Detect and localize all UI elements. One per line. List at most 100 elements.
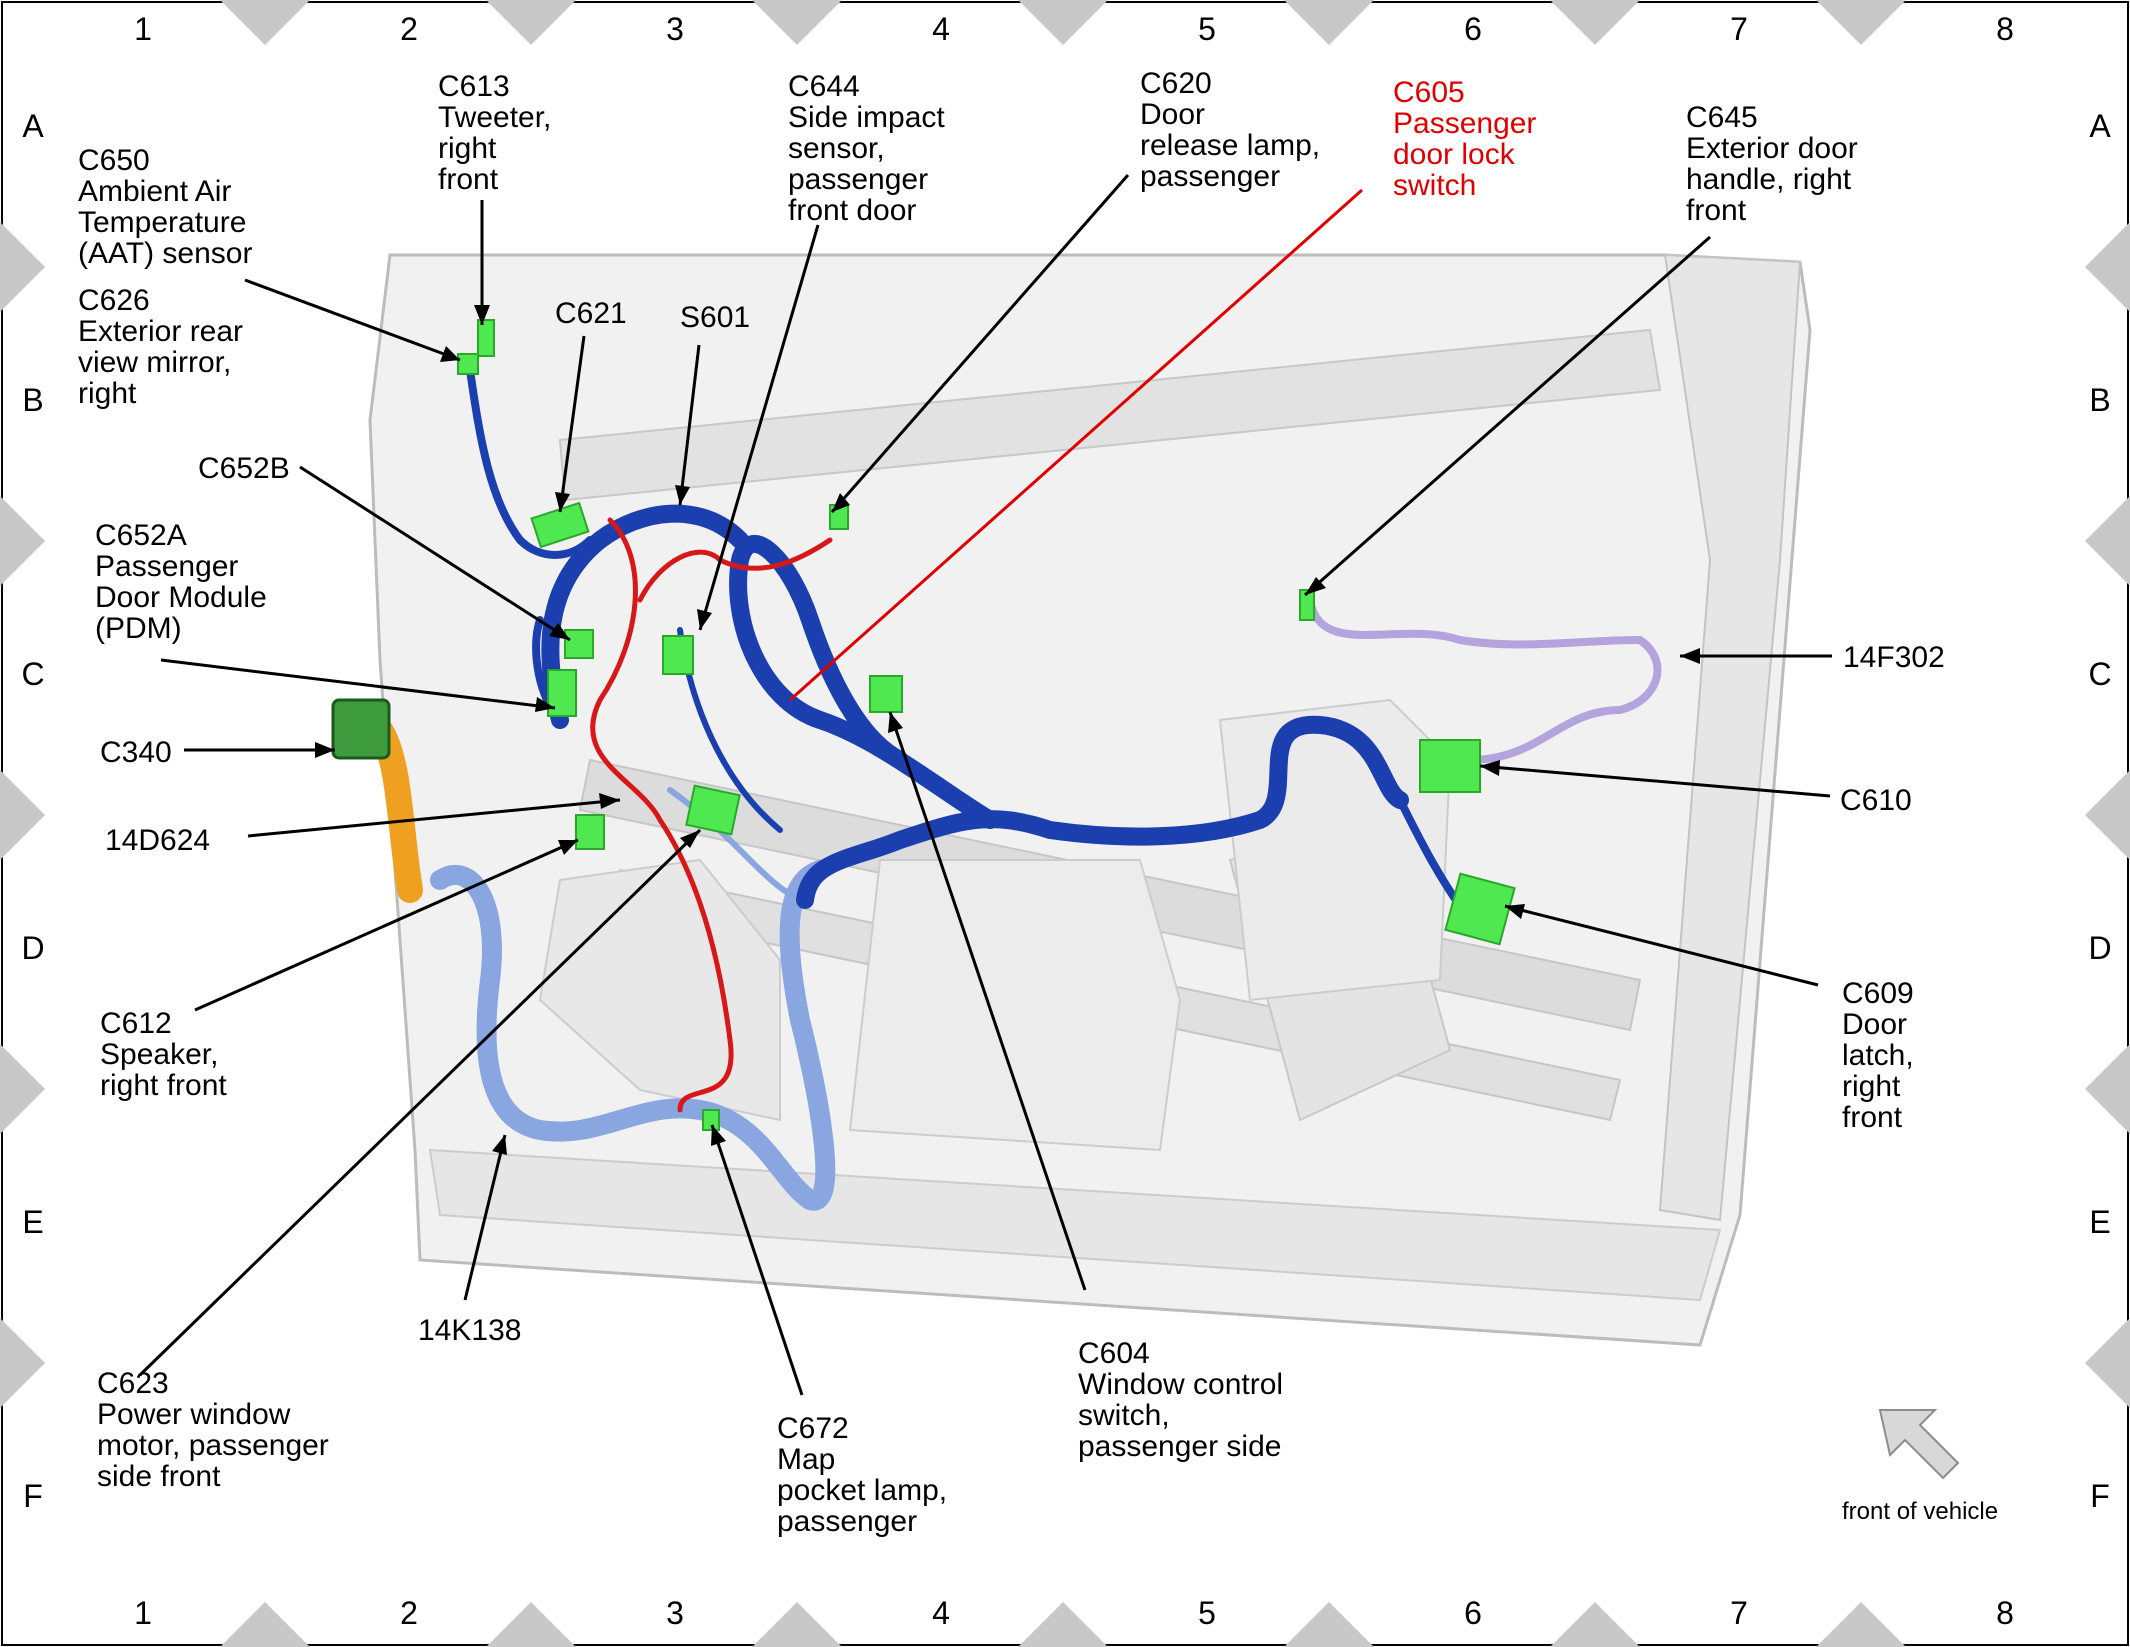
leader-c609 <box>1504 904 1819 987</box>
label-c652a: C652A Passenger Door Module (PDM) <box>95 519 275 645</box>
arrowhead-c604 <box>888 712 903 733</box>
label-c645: C645 Exterior door handle, right front <box>1686 101 1866 227</box>
leader-14d624 <box>247 798 621 838</box>
grid-col-8-top: 8 <box>1996 11 2014 47</box>
arrowhead-c340 <box>315 742 335 758</box>
harness-main-upper-arc <box>541 504 749 729</box>
label-14f302: 14F302 <box>1843 641 1945 674</box>
grid-row-d-left: D <box>21 930 44 966</box>
arrowhead-c621 <box>555 492 570 512</box>
grid-row-c-right: C <box>2088 656 2111 692</box>
connector-c645 <box>1299 589 1315 621</box>
label-c620: C620 Door release lamp, passenger <box>1140 67 1328 193</box>
grid-row-b-left: B <box>22 382 43 418</box>
arrowhead-14d624 <box>599 793 620 809</box>
connector-c610 <box>1419 739 1481 793</box>
connector-s601 <box>662 635 694 675</box>
arrowhead-c609 <box>1505 904 1525 919</box>
arrowhead-c613 <box>474 305 490 325</box>
front-arrow-icon <box>1878 1409 1960 1480</box>
label-c623: C623 Power window motor, passenger side … <box>97 1367 337 1493</box>
door-panel <box>368 253 1812 1347</box>
arrowhead-c652b <box>549 623 570 640</box>
arrowhead-14k138 <box>492 1135 507 1155</box>
label-c644: C644 Side impact sensor, passenger front… <box>788 70 953 227</box>
connector-c609 <box>1444 872 1516 946</box>
harness-14d624 <box>590 517 734 1113</box>
harness-main-rear <box>796 715 1409 909</box>
grid-col-4-bottom: 4 <box>932 1595 950 1631</box>
leader-14k138 <box>463 1134 507 1301</box>
grid-row-c-left: C <box>21 656 44 692</box>
connector-c626 <box>457 353 479 375</box>
connector-group <box>457 319 1516 1131</box>
connector-c604 <box>869 675 903 713</box>
grid-row-a-left: A <box>22 108 44 144</box>
grid-col-2-bottom: 2 <box>400 1595 418 1631</box>
connector-c652b <box>564 629 594 659</box>
leader-c620 <box>830 174 1130 513</box>
grid-col-3-bottom: 3 <box>666 1595 684 1631</box>
label-c672: C672 Map pocket lamp, passenger <box>777 1412 955 1538</box>
harness-c613-branch <box>466 366 594 559</box>
leader-c645 <box>1304 235 1711 597</box>
grid-column-labels: 1 2 3 4 5 6 7 8 1 2 3 4 5 6 7 8 <box>134 11 2014 1631</box>
grid-row-e-left: E <box>22 1204 43 1240</box>
label-c610: C610 <box>1840 784 1912 817</box>
arrowhead-c644 <box>697 609 712 630</box>
leader-c626 <box>244 278 461 362</box>
grid-col-8-bottom: 8 <box>1996 1595 2014 1631</box>
arrowhead-14f302 <box>1680 648 1700 664</box>
leader-c610 <box>1479 764 1831 798</box>
leader-c652b <box>299 465 571 642</box>
leader-lines <box>138 174 1832 1396</box>
label-c612: C612 Speaker, right front <box>100 1007 227 1102</box>
label-c621: C621 <box>555 297 627 330</box>
leader-arrowheads <box>315 305 1700 1155</box>
leader-c605 <box>789 188 1363 702</box>
grid-row-f-right: F <box>2090 1478 2110 1514</box>
connector-c621 <box>530 501 590 549</box>
leader-c621 <box>558 335 586 513</box>
arrowhead-c672 <box>711 1125 726 1146</box>
arrowhead-c626 <box>440 346 460 362</box>
label-c650: C650 Ambient Air Temperature (AAT) senso… <box>78 144 255 270</box>
arrowhead-c652a <box>535 697 555 712</box>
label-c340: C340 <box>100 736 172 769</box>
label-c613: C613 Tweeter, right front <box>438 70 560 196</box>
grid-col-5-top: 5 <box>1198 11 1216 47</box>
arrowhead-s601 <box>675 485 690 505</box>
leader-c652a <box>160 658 556 710</box>
label-c609: C609 Door latch, right front <box>1842 977 1922 1134</box>
leader-c623 <box>138 828 702 1377</box>
grid-col-7-top: 7 <box>1730 11 1748 47</box>
arrowhead-c620 <box>832 493 850 512</box>
grid-col-6-top: 6 <box>1464 11 1482 47</box>
connector-c340 <box>331 698 391 760</box>
grid-row-f-left: F <box>23 1478 43 1514</box>
arrowhead-c623 <box>680 830 700 848</box>
label-s601: S601 <box>680 301 750 334</box>
grid-col-4-top: 4 <box>932 11 950 47</box>
leader-c612 <box>194 838 579 1012</box>
leader-c644 <box>698 224 820 631</box>
arrowhead-c610 <box>1480 760 1500 776</box>
connector-c623 <box>685 784 741 836</box>
label-c652b: C652B <box>198 452 290 485</box>
connector-c672 <box>702 1109 720 1131</box>
grid-col-1-top: 1 <box>134 11 152 47</box>
harness-14k138 <box>430 860 836 1211</box>
label-14d624: 14D624 <box>105 824 210 857</box>
grid-col-7-bottom: 7 <box>1730 1595 1748 1631</box>
grid-row-d-right: D <box>2088 930 2111 966</box>
grid-row-labels: A B C D E F A B C D E F <box>21 108 2111 1514</box>
connector-c612 <box>575 814 605 850</box>
label-c626: C626 Exterior rear view mirror, right <box>78 284 251 410</box>
label-c605: C605 Passenger door lock switch <box>1393 76 1545 202</box>
grid-col-1-bottom: 1 <box>134 1595 152 1631</box>
label-c604: C604 Window control switch, passenger si… <box>1078 1337 1291 1463</box>
leader-c604 <box>888 711 1087 1291</box>
